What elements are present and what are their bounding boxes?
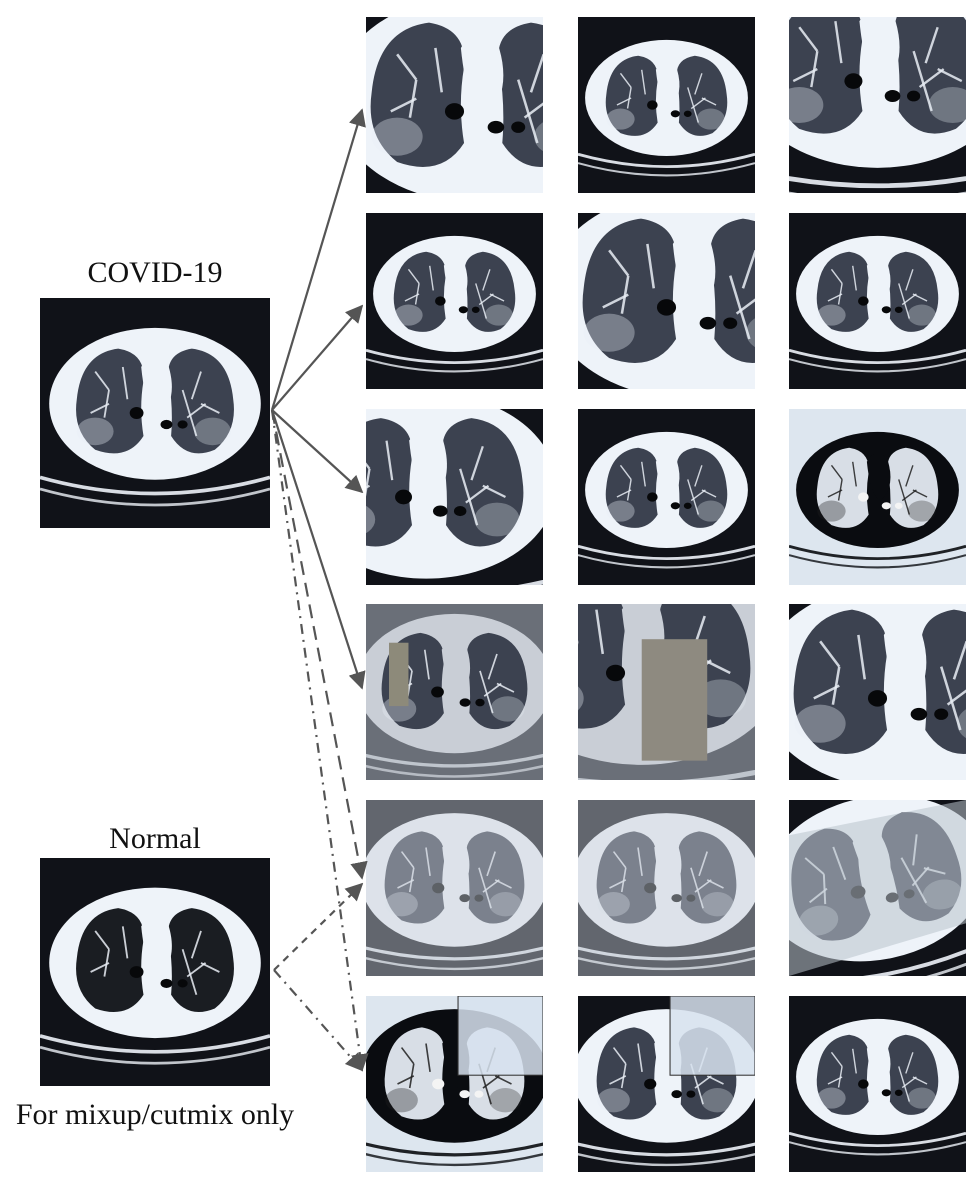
covid-label: COVID-19 [87, 256, 223, 289]
augmented-ct-tile [789, 213, 966, 389]
augmented-ct-tile [789, 800, 966, 976]
augmented-ct-tile [578, 996, 755, 1172]
augmented-ct-tile [366, 604, 543, 780]
augmented-ct-tile [578, 604, 755, 780]
augmented-ct-tile [366, 409, 543, 585]
augmented-ct-tile [578, 409, 755, 585]
augmented-ct-tile [789, 409, 966, 585]
augmented-ct-tile [578, 213, 755, 389]
covid-ct-image [40, 298, 270, 528]
augmented-ct-tile [578, 800, 755, 976]
augmented-ct-tile [366, 800, 543, 976]
augmented-ct-tile [789, 604, 966, 780]
augmented-ct-tile [366, 17, 543, 193]
augmented-ct-tile [578, 17, 755, 193]
normal-ct-image [40, 858, 270, 1086]
augmented-ct-tile [789, 996, 966, 1172]
augmented-ct-tile [366, 996, 543, 1172]
augmented-ct-tile [789, 17, 966, 193]
normal-dashed-arrows [273, 882, 364, 1072]
solid-arrows [270, 108, 366, 690]
mixup-note: For mixup/cutmix only [15, 1098, 295, 1131]
covid-dashed-arrows [270, 409, 369, 1072]
normal-label: Normal [109, 822, 201, 855]
augmented-ct-tile [366, 213, 543, 389]
